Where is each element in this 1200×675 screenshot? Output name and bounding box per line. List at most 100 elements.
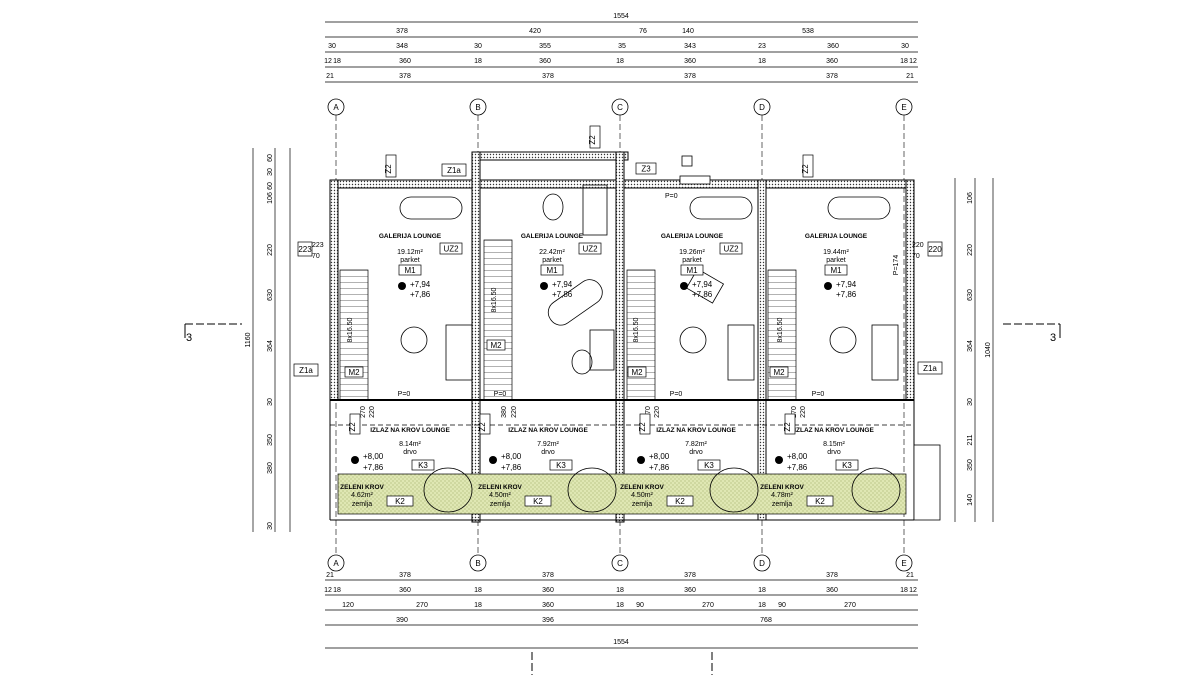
uz2-tag-text: UZ2 [723,245,739,254]
grid-label: D [759,559,765,568]
terrace-floor: drvo [689,449,703,456]
dimension-lines-bottom [325,579,918,649]
terrace-code: K3 [842,461,852,470]
green-roof-strip [337,467,907,515]
terrace-floor: drvo [827,449,841,456]
green-roof-floor: zemlja [632,501,652,508]
m2-tag: M2 [344,366,364,378]
dim-top-row3: 18 [474,58,482,65]
dim-left-inner: 630 [267,289,274,301]
dim-left-inner: 380 [267,462,274,474]
grid-label: A [333,103,339,112]
terrace-level-bottom: +7,86 [787,463,808,472]
dim-right-outer: 1040 [985,342,992,358]
window-left-box: 223 [297,241,313,257]
building-walls [329,151,941,523]
m2-tag-text: M2 [348,368,360,377]
room-level-bottom: +7,86 [836,290,857,299]
p-label-right: P=174 [893,255,900,276]
m2-tag: M2 [627,366,647,378]
dim-top-row1: 538 [802,28,814,35]
dim-bottom-row2: 18 [900,587,908,594]
dim-top-row2: 343 [684,43,696,50]
dim-left-inner: 106 [267,192,274,204]
door-dimension: 380 [501,406,508,418]
green-roof-name: ZELENI KROV [760,484,804,491]
room-floor: parket [826,257,846,264]
grid-label: D [759,103,765,112]
green-roof-floor: zemlja [352,501,372,508]
door-dimension: 220 [654,406,661,418]
green-roof-code: K2 [675,497,685,506]
dim-top-row3: 360 [399,58,411,65]
section-marks [184,323,1061,675]
level-marker-icon [824,282,832,290]
p-label: P=0 [494,391,507,398]
dim-bottom-row3: 18 [758,602,766,609]
dim-top-row2: 35 [618,43,626,50]
room-level-top: +7,94 [836,280,857,289]
door-dimension: 270 [360,406,367,418]
dim-top-row2: 30 [474,43,482,50]
terrace-code-box [411,459,435,471]
dim-left-outer: 1160 [245,332,252,347]
level-marker-icon [680,282,688,290]
p-label: P=0 [670,391,683,398]
dim-top-row4: 21 [326,73,334,80]
stairs [339,239,797,401]
dim-bottom-row4: 768 [760,617,772,624]
dim-left-inner: 364 [267,340,274,352]
p-label: P=0 [398,391,411,398]
green-roof-area: 4.50m² [489,492,511,499]
terrace-name: IZLAZ NA KROV LOUNGE [370,427,450,434]
room-code-box [540,264,564,276]
room-area: 22.42m² [539,249,565,256]
dim-top-row3: 360 [539,58,551,65]
p-label: P=0 [665,193,678,200]
dim-left-inner: 350 [267,434,274,446]
m2-tag-text: M2 [631,368,643,377]
dim-top-row1: 140 [682,28,694,35]
dim-right-inner: 140 [967,494,974,506]
room-code: M1 [404,266,416,275]
dim-bottom-row1: 21 [326,572,334,579]
dim-bottom-row2: 360 [826,587,838,594]
uz2-tag: UZ2 [719,242,743,255]
dim-bottom-row2: 18 [333,587,341,594]
dim-bottom-row2: 360 [399,587,411,594]
dim-bottom-row3: 360 [542,602,554,609]
m2-tag: M2 [486,339,506,351]
stair-label: 8x16.50 [347,317,354,342]
m2-tag: M2 [769,366,789,378]
z2-tag: Z2 [384,154,397,178]
dimension-lines-sides [252,148,994,532]
z1a-tag-text: Z1a [299,366,313,375]
z3-tag-text: Z3 [641,165,651,174]
dim-bottom-row1: 378 [542,572,554,579]
uz2-tag-text: UZ2 [443,245,459,254]
z2-tag-text: Z2 [638,422,647,432]
dim-right-inner: 630 [967,289,974,301]
grid-bubble [327,554,345,572]
terrace-code: K3 [418,461,428,470]
uz2-tag: UZ2 [578,242,602,255]
uz2-tag-text: UZ2 [582,245,598,254]
room-level-bottom: +7,86 [410,290,431,299]
room-name: GALERIJA LOUNGE [521,233,584,240]
green-roof-name: ZELENI KROV [620,484,664,491]
grid-label: B [475,103,480,112]
dim-top-row3: 12 [324,58,332,65]
green-roof-area: 4.78m² [771,492,793,499]
room-code: M1 [830,266,842,275]
terrace-name: IZLAZ NA KROV LOUNGE [656,427,736,434]
z2-tag-text: Z2 [588,135,597,145]
dim-bottom-total: 1554 [613,639,629,646]
room-area: 19.26m² [679,249,705,256]
p-label: P=0 [812,391,825,398]
terrace-floor: drvo [541,449,555,456]
